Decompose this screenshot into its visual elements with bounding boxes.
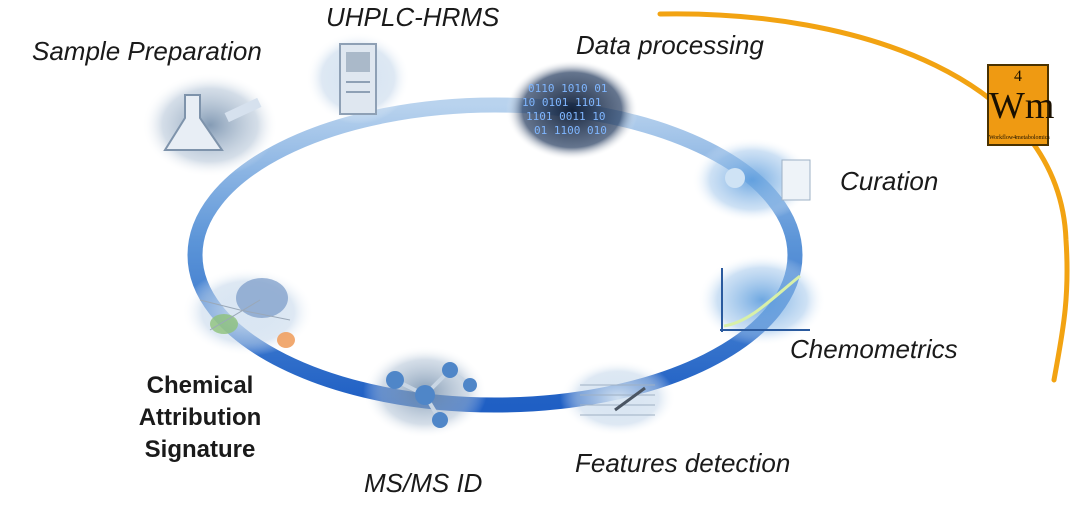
chart-photo-icon <box>698 254 826 346</box>
network-graph-icon <box>182 268 314 356</box>
spectrum-document-icon <box>560 360 676 436</box>
svg-text:01 1100 010: 01 1100 010 <box>534 124 607 137</box>
logo-number: 4 <box>1014 68 1022 85</box>
cas-line-3: Signature <box>144 436 256 463</box>
cas-line-2: Attribution <box>138 404 262 431</box>
label-chemometrics: Chemometrics <box>790 334 958 364</box>
svg-text:10 0101 1101: 10 0101 1101 <box>522 96 601 109</box>
svg-text:0110 1010 01: 0110 1010 01 <box>528 82 607 95</box>
flask-photo-icon <box>142 73 278 177</box>
w4m-logo: 4 Wm Workflow4metabolomics <box>987 64 1055 146</box>
label-features-detection: Features detection <box>575 448 791 478</box>
logo-symbol: Wm <box>989 85 1055 127</box>
curation-photo-icon <box>692 138 812 222</box>
molecule-icon <box>363 346 487 438</box>
label-data-processing: Data processing <box>576 30 764 60</box>
label-sample-preparation: Sample Preparation <box>32 36 262 66</box>
cycle-ring <box>187 97 803 413</box>
label-uhplc-hrms: UHPLC-HRMS <box>326 2 500 32</box>
instrument-photo-icon <box>306 32 410 124</box>
binary-data-icon: 0110 1010 01 10 0101 1101 1101 0011 10 0… <box>506 60 638 160</box>
chemical-attribution-signature-label: Chemical Attribution Signature <box>100 370 300 466</box>
label-msms-id: MS/MS ID <box>364 468 483 498</box>
label-curation: Curation <box>840 166 939 196</box>
logo-caption: Workflow4metabolomics <box>989 135 1050 141</box>
cas-line-1: Chemical <box>146 372 254 399</box>
w4m-arc <box>657 11 1070 383</box>
svg-text:1101 0011 10: 1101 0011 10 <box>526 110 605 123</box>
